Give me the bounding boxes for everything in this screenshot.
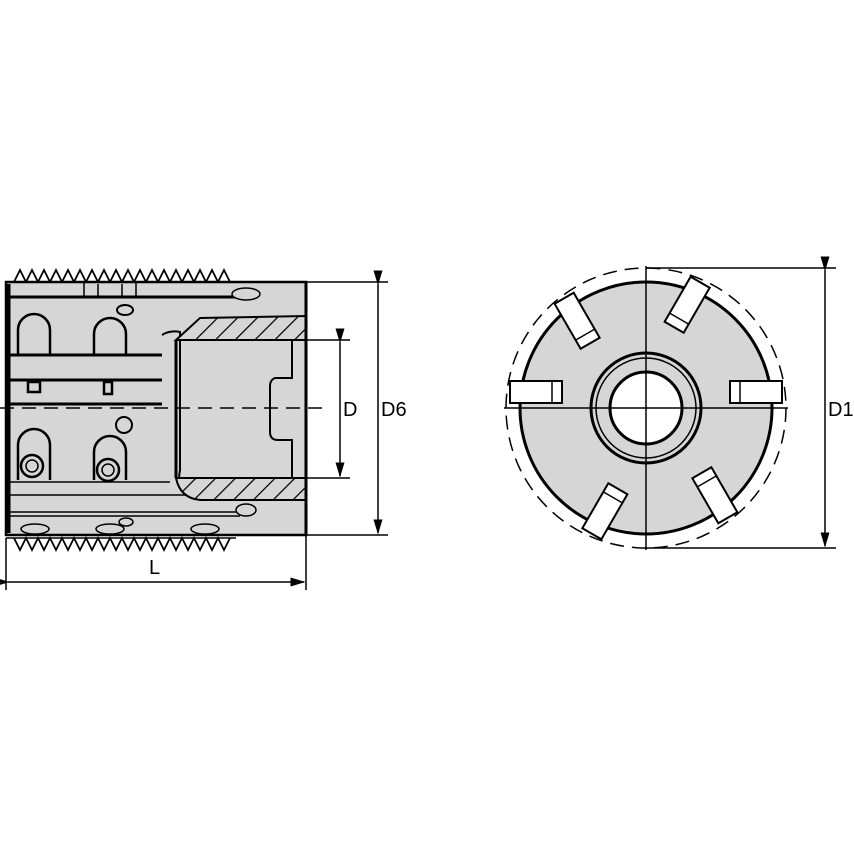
label-d6: D6	[381, 399, 407, 421]
front-view: D1	[504, 256, 854, 550]
insert	[663, 275, 712, 335]
insert	[509, 380, 563, 404]
hatched-section-bottom	[174, 477, 307, 501]
thread-teeth-bottom	[6, 535, 236, 553]
side-view: D D6 L	[0, 267, 407, 590]
insert	[580, 481, 629, 541]
inserts	[509, 275, 783, 541]
label-d: D	[343, 399, 357, 421]
label-d1: D1	[828, 399, 854, 421]
label-l: L	[149, 557, 160, 579]
thread-teeth-top	[13, 267, 231, 285]
insert	[729, 380, 783, 404]
insert	[690, 465, 739, 525]
insert	[553, 291, 602, 351]
